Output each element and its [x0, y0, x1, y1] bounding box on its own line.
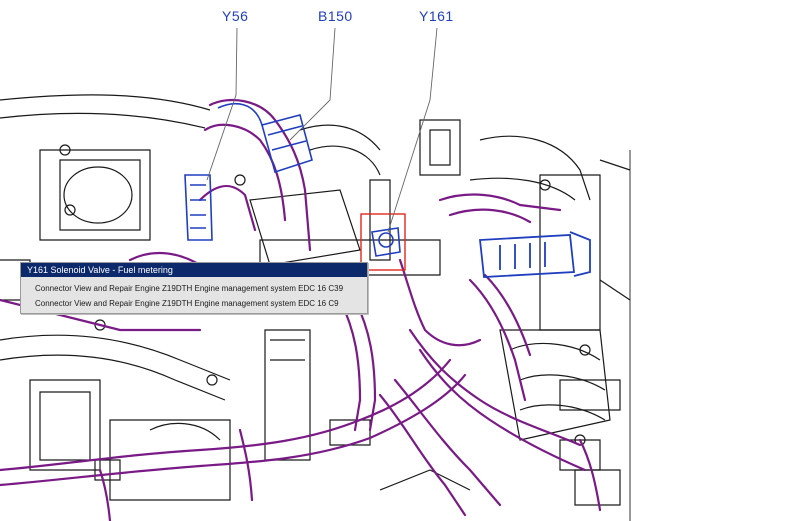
- component-y161[interactable]: [371, 227, 401, 257]
- popup-menu-item-edc16c39[interactable]: Connector View and Repair Engine Z19DTH …: [35, 284, 344, 293]
- component-connector-right[interactable]: [479, 231, 591, 278]
- component-y56[interactable]: [184, 174, 213, 241]
- component-b150[interactable]: [217, 102, 313, 174]
- callout-label-y161[interactable]: Y161: [419, 8, 454, 24]
- selection-highlight-box: [360, 213, 406, 271]
- popup-title: Y161 Solenoid Valve - Fuel metering: [21, 263, 367, 277]
- callout-leaders: [206, 27, 438, 233]
- callout-label-b150[interactable]: B150: [318, 8, 353, 24]
- component-context-popup: Y161 Solenoid Valve - Fuel metering Conn…: [20, 262, 368, 314]
- callout-label-y56[interactable]: Y56: [222, 8, 249, 24]
- popup-menu-item-edc16c9[interactable]: Connector View and Repair Engine Z19DTH …: [35, 299, 339, 308]
